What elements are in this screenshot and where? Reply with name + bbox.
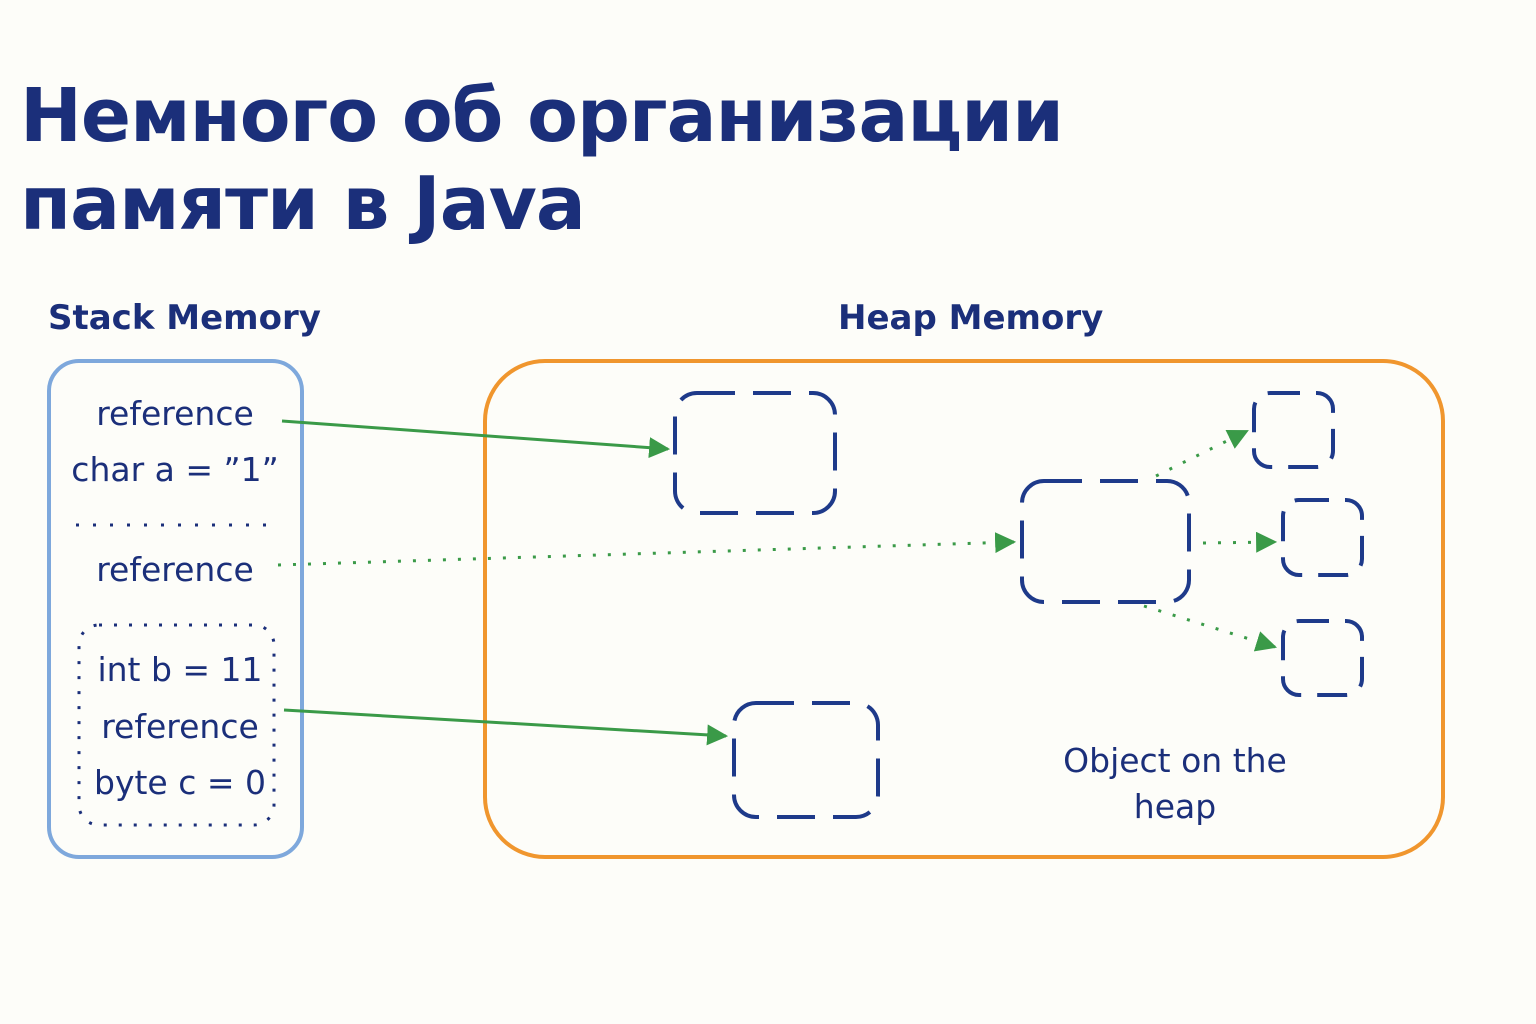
heap-object-2 <box>1020 479 1191 604</box>
heap-object-3 <box>732 701 880 819</box>
reference-arrow-2 <box>277 532 1017 567</box>
title-line-2: памяти в Java <box>20 161 586 247</box>
stack-frame-box <box>77 623 276 827</box>
heap-object-child-2 <box>1281 498 1364 577</box>
page-title: Немного об организации памяти в Java <box>20 72 1064 248</box>
heap-memory-box <box>483 359 1445 859</box>
heap-object-child-1 <box>1252 391 1335 469</box>
stack-item-reference-1: reference <box>96 394 254 433</box>
heap-memory-label: Heap Memory <box>838 298 1104 338</box>
child-arrow-2 <box>1202 531 1278 553</box>
stack-memory-label: Stack Memory <box>48 298 321 338</box>
stack-item-int-b: int b = 11 <box>97 650 263 689</box>
heap-caption-line-1: Object on the <box>1063 741 1287 780</box>
stack-item-reference-3: reference <box>101 707 259 746</box>
stack-item-reference-2: reference <box>96 550 254 589</box>
heap-caption: Object on the heap <box>1030 738 1320 830</box>
child-arrow-3 <box>1143 604 1278 652</box>
title-line-1: Немного об организации <box>20 73 1064 159</box>
heap-object-1 <box>673 391 837 515</box>
stack-item-byte-c: byte c = 0 <box>94 763 266 802</box>
stack-memory-box <box>47 359 304 859</box>
child-arrow-1 <box>1155 429 1249 478</box>
heap-caption-line-2: heap <box>1133 787 1217 826</box>
heap-object-child-3 <box>1281 619 1364 697</box>
reference-arrow-3 <box>283 708 729 746</box>
stack-item-char-a: char a = ”1” <box>71 450 279 489</box>
reference-arrow-1 <box>281 419 671 459</box>
